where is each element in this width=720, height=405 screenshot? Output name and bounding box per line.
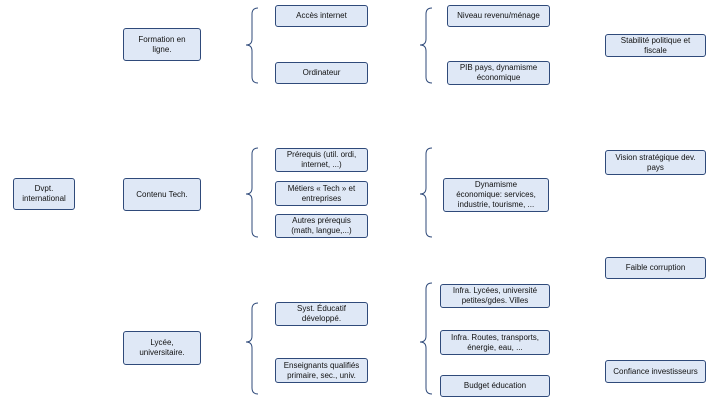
bracket-contenu-right bbox=[419, 147, 433, 238]
node-niveau-revenu: Niveau revenu/ménage bbox=[447, 5, 550, 27]
node-syst-educatif: Syst. Éducatif développé. bbox=[275, 302, 368, 326]
node-metiers-tech: Métiers « Tech » et entreprises bbox=[275, 181, 368, 206]
node-formation-en-ligne: Formation en ligne. bbox=[123, 28, 201, 61]
node-confiance-investisseurs: Confiance investisseurs bbox=[605, 360, 706, 383]
bracket-lycee bbox=[245, 302, 259, 395]
node-budget-education: Budget éducation bbox=[440, 375, 550, 397]
bracket-formation bbox=[245, 7, 259, 84]
node-dynamisme-economique: Dynamisme économique: services, industri… bbox=[443, 178, 549, 212]
node-stabilite-politique: Stabilité politique et fiscale bbox=[605, 34, 706, 57]
node-ordinateur: Ordinateur bbox=[275, 62, 368, 84]
node-infra-lycees: Infra. Lycées, université petites/gdes. … bbox=[440, 284, 550, 308]
node-contenu-tech: Contenu Tech. bbox=[123, 178, 201, 211]
bracket-formation-right bbox=[419, 7, 433, 84]
node-infra-routes: Infra. Routes, transports, énergie, eau,… bbox=[440, 330, 550, 355]
node-prerequis: Prérequis (util. ordi, internet, ...) bbox=[275, 148, 368, 172]
node-faible-corruption: Faible corruption bbox=[605, 257, 706, 279]
node-enseignants-qualifies: Enseignants qualifiés primaire, sec., un… bbox=[275, 358, 368, 383]
bracket-contenu bbox=[245, 147, 259, 238]
bracket-lycee-right bbox=[419, 282, 433, 395]
node-dvpt-international: Dvpt. international bbox=[13, 178, 75, 210]
node-pib-pays: PIB pays, dynamisme économique bbox=[447, 61, 550, 85]
node-acces-internet: Accès internet bbox=[275, 5, 368, 27]
node-vision-strategique: Vision stratégique dev. pays bbox=[605, 150, 706, 175]
node-autres-prerequis: Autres prérequis (math, langue,...) bbox=[275, 214, 368, 238]
node-lycee-universitaire: Lycée, universitaire. bbox=[123, 331, 201, 365]
